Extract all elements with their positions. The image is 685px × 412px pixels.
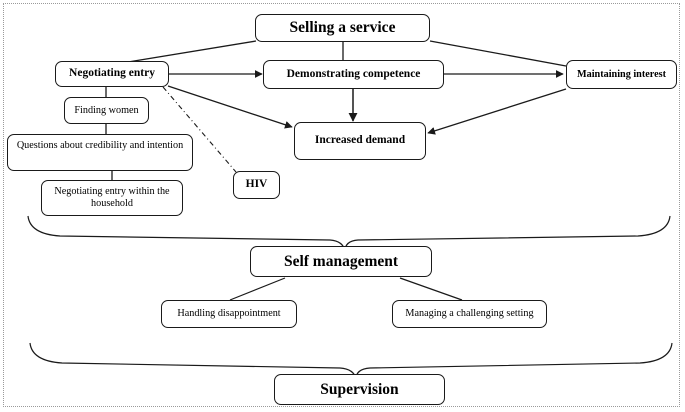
node-self-management-label: Self management bbox=[283, 252, 399, 270]
edge-selling-to-negotiating bbox=[127, 40, 257, 63]
node-handling-disappointment[interactable]: Handling disappointment bbox=[161, 300, 297, 328]
node-maintaining-interest[interactable]: Maintaining interest bbox=[566, 60, 677, 89]
node-selling-a-service-label: Selling a service bbox=[289, 19, 396, 37]
node-self-management[interactable]: Self management bbox=[250, 246, 432, 277]
node-finding-women-label: Finding women bbox=[74, 104, 139, 116]
node-handling-disappointment-label: Handling disappointment bbox=[177, 308, 281, 320]
node-demonstrating-competence[interactable]: Demonstrating competence bbox=[263, 60, 444, 89]
node-hiv[interactable]: HIV bbox=[233, 171, 280, 199]
node-maintaining-interest-label: Maintaining interest bbox=[577, 68, 666, 80]
node-negotiating-entry-household-label: Negotiating entry within the household bbox=[54, 186, 170, 209]
lower-brace bbox=[29, 342, 673, 380]
edge-self-management-to-handling bbox=[229, 277, 286, 301]
edge-selling-to-maintaining bbox=[429, 40, 567, 67]
node-increased-demand[interactable]: Increased demand bbox=[294, 122, 426, 160]
upper-brace bbox=[27, 215, 671, 252]
node-managing-challenging-setting[interactable]: Managing a challenging setting bbox=[392, 300, 547, 328]
edge-self-management-to-managing bbox=[399, 277, 463, 301]
node-negotiating-entry-label: Negotiating entry bbox=[69, 67, 155, 80]
node-increased-demand-label: Increased demand bbox=[314, 134, 406, 147]
node-selling-a-service[interactable]: Selling a service bbox=[255, 14, 430, 42]
node-demonstrating-competence-label: Demonstrating competence bbox=[286, 67, 421, 80]
node-hiv-label: HIV bbox=[245, 178, 268, 191]
edge-negotiating-to-hiv bbox=[162, 86, 237, 173]
node-managing-challenging-setting-label: Managing a challenging setting bbox=[405, 308, 534, 320]
node-negotiating-entry[interactable]: Negotiating entry bbox=[55, 61, 169, 87]
node-supervision-label: Supervision bbox=[320, 380, 399, 398]
edge-maintaining-to-increased-demand bbox=[427, 88, 567, 135]
node-negotiating-entry-household[interactable]: Negotiating entry within the household bbox=[41, 180, 183, 216]
node-finding-women[interactable]: Finding women bbox=[64, 97, 149, 124]
node-supervision[interactable]: Supervision bbox=[274, 374, 445, 405]
edge-negotiating-to-increased-demand bbox=[167, 85, 293, 129]
node-questions-credibility[interactable]: Questions about credibility and intentio… bbox=[7, 134, 193, 171]
node-questions-credibility-label: Questions about credibility and intentio… bbox=[16, 140, 184, 151]
